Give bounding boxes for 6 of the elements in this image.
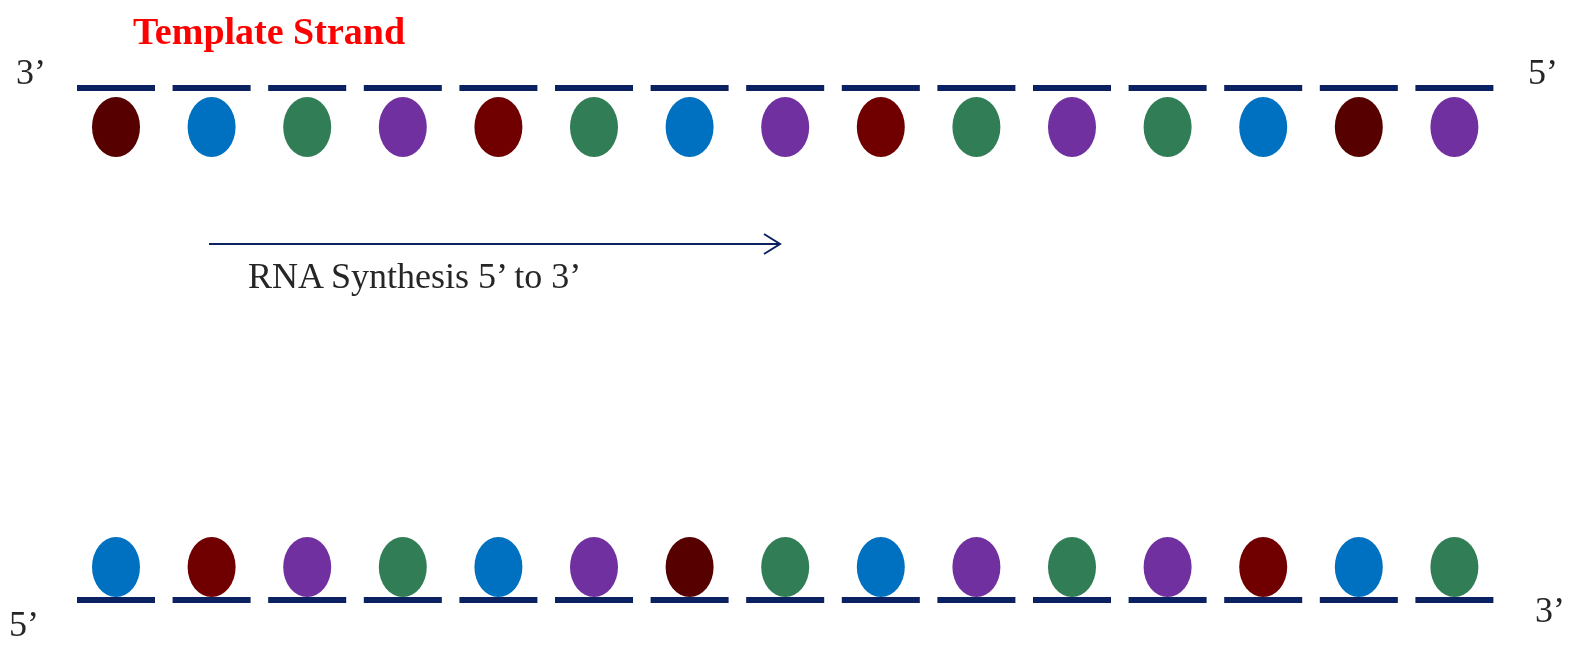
end-label: 3’ [16,54,46,90]
end-label: 5’ [9,606,39,642]
direction-label: RNA Synthesis 5’ to 3’ [248,258,582,294]
end-label: 5’ [1528,54,1558,90]
strand-title: Template Strand [133,12,405,50]
end-label: 3’ [1535,592,1565,628]
